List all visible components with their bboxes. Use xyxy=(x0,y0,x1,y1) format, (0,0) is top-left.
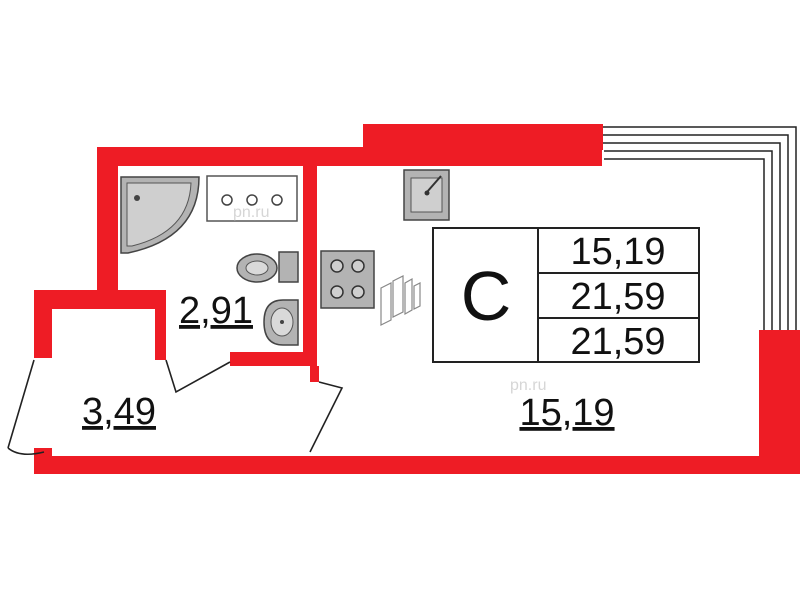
hall-area: 3,49 xyxy=(82,391,156,433)
area-legend: С 15,19 21,59 21,59 xyxy=(432,227,700,363)
balcony-rails xyxy=(600,126,797,330)
main-room-door xyxy=(309,381,344,453)
legend-area-with-balcony: 21,59 xyxy=(570,321,665,363)
wall-inner-lines xyxy=(52,150,759,456)
main-room-area: 15,19 xyxy=(519,392,614,434)
walls xyxy=(34,124,800,474)
legend-living-area: 15,19 xyxy=(570,231,665,273)
watermark: pn.ru xyxy=(233,204,269,221)
stove-icon xyxy=(320,250,375,309)
room-type-letter: С xyxy=(461,257,512,335)
entry-door xyxy=(7,359,45,456)
fridge-icon xyxy=(380,275,421,326)
bathroom-door xyxy=(165,359,231,394)
legend-total-area: 21,59 xyxy=(570,276,665,318)
shower-icon xyxy=(120,176,200,254)
kitchen-sink-icon xyxy=(403,169,450,221)
bathroom-area: 2,91 xyxy=(179,290,253,332)
toilet-icon xyxy=(236,251,299,283)
washer-icon xyxy=(206,175,298,222)
doors xyxy=(7,359,344,456)
sink-icon xyxy=(263,299,299,346)
watermark: pn.ru xyxy=(510,377,546,394)
